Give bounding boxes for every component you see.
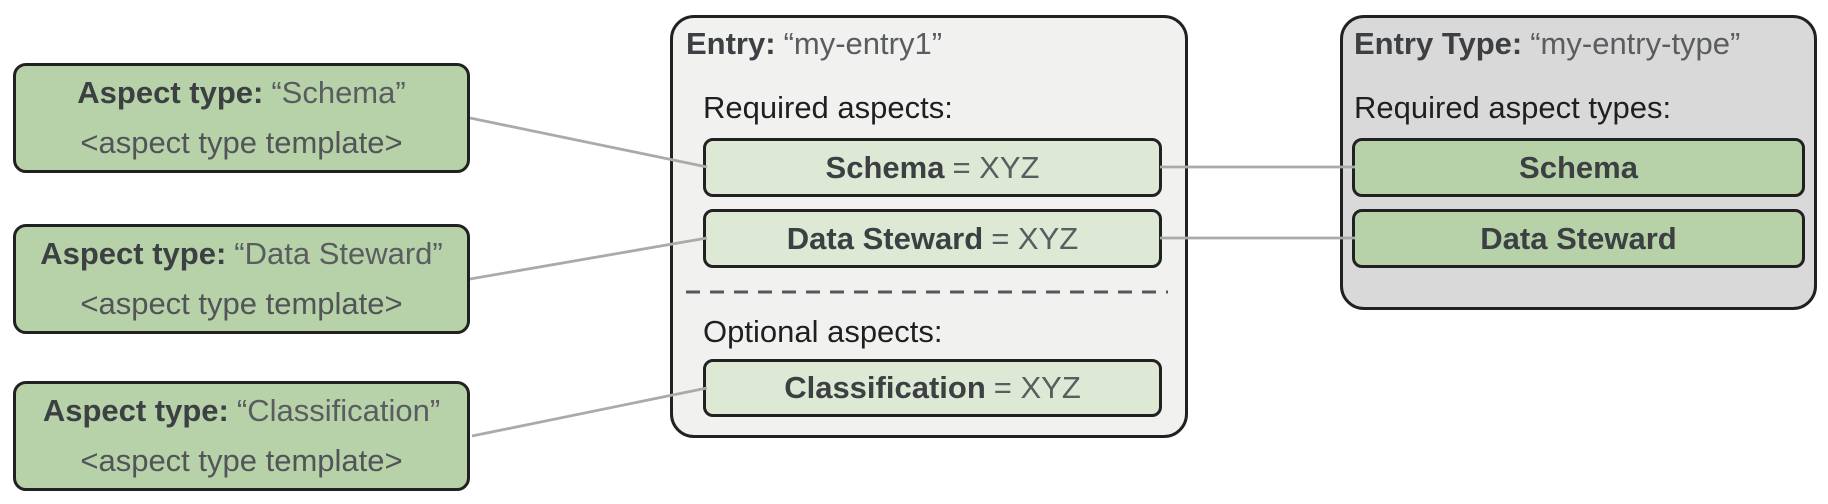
required-aspect-schema: Schema= XYZ	[703, 138, 1162, 197]
aspect-type-label: Aspect type:	[77, 75, 264, 111]
aspect-type-box-classification: Aspect type:“Classification” <aspect typ…	[13, 381, 470, 491]
entry-type-title-name: “my-entry-type”	[1530, 26, 1741, 61]
aspect-type-pill-name: Schema	[1519, 149, 1638, 185]
aspect-value: = XYZ	[952, 149, 1040, 185]
entry-title: Entry:“my-entry1”	[686, 26, 942, 62]
optional-aspects-label: Optional aspects:	[703, 314, 943, 349]
aspect-type-title: Aspect type:“Data Steward”	[40, 237, 443, 271]
entry-title-label: Entry:	[686, 26, 776, 61]
required-aspects-label: Required aspects:	[703, 90, 953, 125]
required-aspect-data-steward: Data Steward= XYZ	[703, 209, 1162, 268]
entry-type-container: Entry Type:“my-entry-type” Required aspe…	[1340, 15, 1817, 310]
aspect-name: Data Steward	[786, 220, 984, 256]
aspect-type-label: Aspect type:	[40, 236, 227, 272]
aspect-type-template: <aspect type template>	[80, 285, 403, 321]
aspect-value: = XYZ	[993, 370, 1081, 405]
aspect-name: Classification	[784, 370, 986, 405]
aspect-type-pill-name: Data Steward	[1480, 220, 1677, 256]
aspect-type-box-data-steward: Aspect type:“Data Steward” <aspect type …	[13, 224, 470, 334]
aspect-type-title: Aspect type:“Schema”	[77, 76, 405, 110]
aspect-type-template: <aspect type template>	[80, 124, 403, 160]
aspect-type-template: <aspect type template>	[80, 442, 403, 478]
required-aspect-types-label: Required aspect types:	[1354, 90, 1672, 125]
aspect-name: Schema	[825, 149, 945, 185]
aspect-type-label: Aspect type:	[42, 393, 229, 429]
entry-type-title: Entry Type:“my-entry-type”	[1354, 26, 1740, 62]
aspect-type-title: Aspect type:“Classification”	[43, 394, 440, 428]
entry-title-name: “my-entry1”	[783, 26, 943, 61]
aspect-type-name: “Classification”	[236, 393, 441, 429]
optional-aspect-classification: Classification= XYZ	[703, 359, 1162, 417]
entry-type-title-label: Entry Type:	[1354, 26, 1523, 61]
aspect-type-box-schema: Aspect type:“Schema” <aspect type templa…	[13, 63, 470, 173]
aspect-value: = XYZ	[991, 220, 1079, 256]
aspect-type-name: “Data Steward”	[234, 236, 443, 272]
aspect-type-pill-data-steward: Data Steward	[1352, 209, 1805, 268]
aspect-type-pill-schema: Schema	[1352, 138, 1805, 197]
aspect-type-name: “Schema”	[271, 75, 406, 111]
entry-container: Entry:“my-entry1” Required aspects: Sche…	[670, 15, 1188, 438]
